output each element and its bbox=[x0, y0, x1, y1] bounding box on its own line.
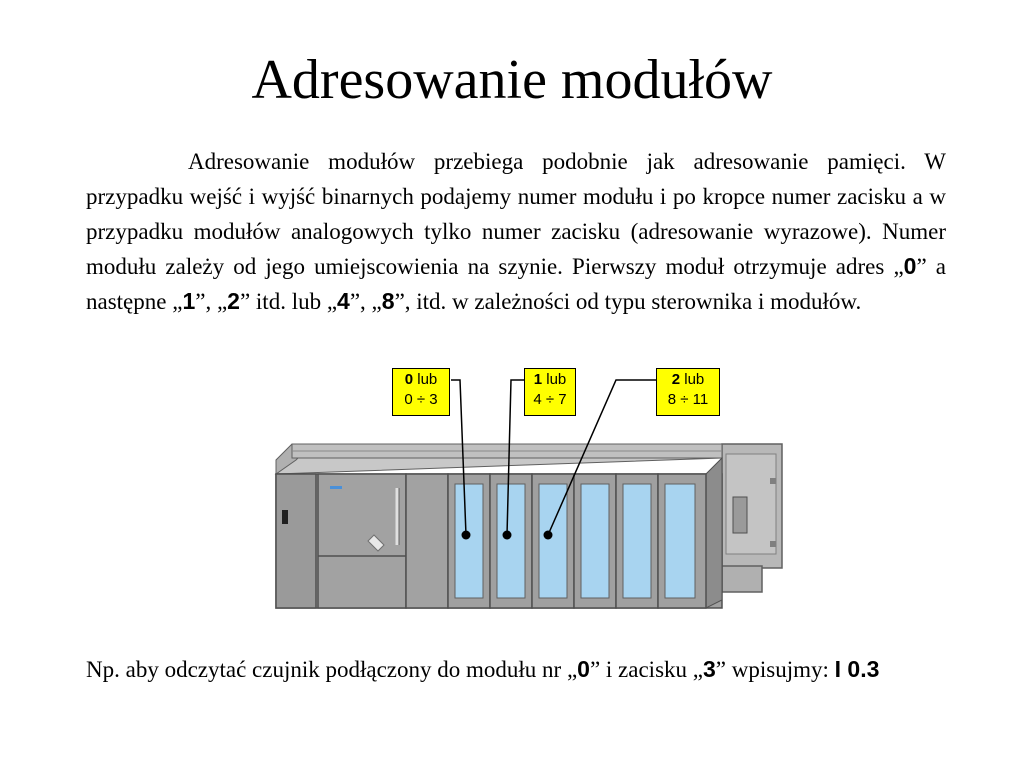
intro-text-3: ”, „ bbox=[195, 289, 228, 314]
example-bold-module: 0 bbox=[577, 656, 590, 682]
intro-text-5: ”, „ bbox=[349, 289, 382, 314]
label-module-number: 1 bbox=[533, 371, 543, 388]
example-text-2: ” i zacisku „ bbox=[589, 657, 703, 682]
interface-module bbox=[405, 473, 449, 609]
intro-paragraph: Adresowanie modułów przebiega podobnie j… bbox=[86, 144, 946, 319]
intro-bold-1: 1 bbox=[182, 288, 196, 314]
intro-bold-0: 0 bbox=[903, 253, 917, 279]
rail-bracket bbox=[721, 443, 783, 593]
intro-bold-4: 4 bbox=[337, 288, 350, 314]
pointer-lines bbox=[451, 379, 656, 540]
module-address-label-0: 0 lub 0 ÷ 3 bbox=[392, 368, 450, 416]
example-text-1: Np. aby odczytać czujnik podłączony do m… bbox=[86, 657, 578, 682]
example-bold-terminal: 3 bbox=[702, 656, 716, 682]
example-address: I 0.3 bbox=[834, 656, 880, 682]
module-address-label-2: 2 lub 8 ÷ 11 bbox=[656, 368, 720, 416]
label-module-number: 0 bbox=[404, 371, 414, 388]
example-text-3: ” wpisujmy: bbox=[715, 657, 835, 682]
label-range: 4 ÷ 7 bbox=[533, 391, 567, 408]
label-word: lub bbox=[413, 371, 438, 388]
intro-text-6: ”, itd. w zależności od typu sterownika … bbox=[394, 289, 862, 314]
intro-bold-8: 8 bbox=[381, 288, 395, 314]
slide-title: Adresowanie modułów bbox=[251, 49, 773, 111]
example-paragraph: Np. aby odczytać czujnik podłączony do m… bbox=[86, 652, 946, 687]
cpu-module bbox=[317, 473, 407, 609]
intro-text-1: Adresowanie modułów przebiega podobnie j… bbox=[86, 149, 946, 279]
label-range: 8 ÷ 11 bbox=[667, 391, 709, 408]
intro-text-4: ” itd. lub „ bbox=[239, 289, 338, 314]
label-word: lub bbox=[680, 371, 705, 388]
intro-text-2: ” a następne „ bbox=[86, 254, 946, 314]
intro-bold-2: 2 bbox=[227, 288, 240, 314]
module-address-label-1: 1 lub 4 ÷ 7 bbox=[524, 368, 576, 416]
label-module-number: 2 bbox=[671, 371, 681, 388]
power-supply-module bbox=[275, 473, 317, 609]
io-modules bbox=[447, 473, 707, 609]
label-word: lub bbox=[542, 371, 567, 388]
label-range: 0 ÷ 3 bbox=[404, 391, 438, 408]
